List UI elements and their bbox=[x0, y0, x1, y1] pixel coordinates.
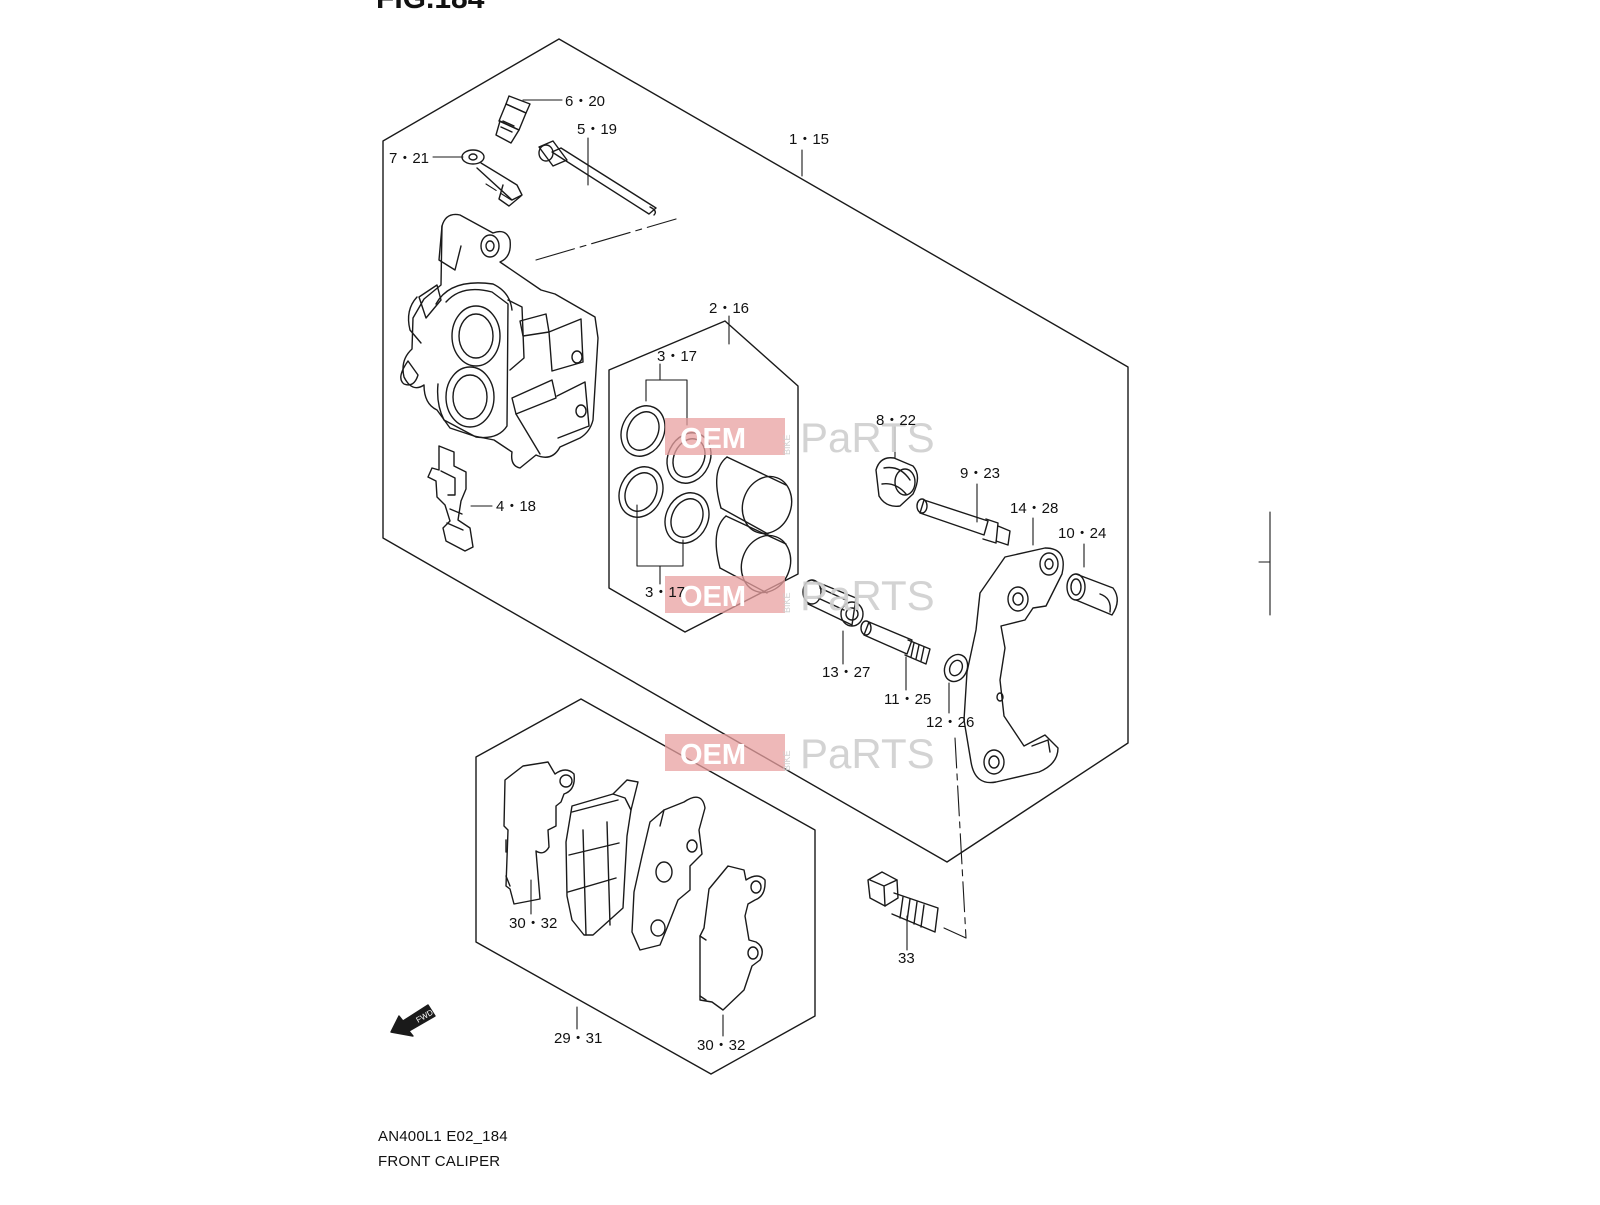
bleeder-cap bbox=[461, 149, 523, 207]
piston-seal-kit-frame bbox=[608, 320, 799, 633]
callout-label: 9・23 bbox=[960, 465, 1000, 482]
watermark-1: OEM BIKE PaRTS bbox=[665, 414, 935, 461]
pad-spring bbox=[427, 445, 474, 552]
figure-caption: FRONT CALIPER bbox=[378, 1153, 501, 1170]
slide-pin bbox=[916, 498, 1011, 546]
watermark-2: OEM BIKE PaRTS bbox=[665, 572, 935, 619]
callout-label: 29・31 bbox=[554, 1030, 602, 1047]
watermark-parts-3: PaRTS bbox=[800, 730, 935, 777]
callout-label: 7・21 bbox=[389, 150, 429, 167]
watermark-parts-1: PaRTS bbox=[800, 414, 935, 461]
callout-label: 8・22 bbox=[876, 412, 916, 429]
figure-title: FIG.184 bbox=[376, 0, 484, 16]
callout-label: 30・32 bbox=[697, 1037, 745, 1054]
callout-label: 3・17 bbox=[657, 348, 697, 365]
callout-label: 4・18 bbox=[496, 498, 536, 515]
caliper-bracket bbox=[963, 547, 1064, 784]
brake-pad-shim bbox=[631, 796, 706, 951]
callout-label: 12・26 bbox=[926, 714, 974, 731]
callout-label: 33 bbox=[898, 950, 915, 967]
callout-label: 30・32 bbox=[509, 915, 557, 932]
watermark-oem-1: OEM bbox=[680, 423, 746, 455]
fwd-arrow-icon bbox=[390, 1004, 436, 1037]
callout-label: 1・15 bbox=[789, 131, 829, 148]
watermark-bike-2: BIKE bbox=[782, 592, 792, 613]
brake-pad-center bbox=[565, 779, 639, 936]
watermark-bike-3: BIKE bbox=[782, 750, 792, 771]
callout-label: 10・24 bbox=[1058, 525, 1106, 542]
model-code: AN400L1 E02_184 bbox=[378, 1128, 508, 1145]
callout-label: 6・20 bbox=[565, 93, 605, 110]
bleeder-valve bbox=[495, 95, 531, 144]
washer bbox=[943, 653, 969, 683]
watermark-3: OEM BIKE PaRTS bbox=[665, 730, 935, 777]
watermark-oem-3: OEM bbox=[680, 739, 746, 771]
bracket-bolt bbox=[867, 871, 939, 933]
watermark-parts-2: PaRTS bbox=[800, 572, 935, 619]
leader-lines bbox=[432, 99, 1271, 1037]
callout-label: 13・27 bbox=[822, 664, 870, 681]
watermark-oem-2: OEM bbox=[680, 581, 746, 613]
callout-label: 14・28 bbox=[1010, 500, 1058, 517]
callout-label: 5・19 bbox=[577, 121, 617, 138]
watermark-bike-1: BIKE bbox=[782, 434, 792, 455]
caliper-body bbox=[400, 213, 599, 469]
caliper-assembly-frame bbox=[382, 38, 1129, 863]
callout-label: 11・25 bbox=[884, 691, 931, 708]
callout-label: 3・17 bbox=[645, 584, 685, 601]
sleeve bbox=[1066, 573, 1118, 616]
boot bbox=[875, 457, 919, 507]
brake-pad-set-frame bbox=[475, 698, 816, 1075]
callout-label: 2・16 bbox=[709, 300, 749, 317]
caliper-bolt bbox=[860, 620, 931, 665]
brake-pad-left bbox=[503, 761, 575, 905]
brake-pad-right bbox=[699, 865, 766, 1011]
rubber-bushing bbox=[802, 579, 864, 627]
callout-labels: 6・20 5・19 7・21 1・15 2・16 3・17 3・17 4・18 … bbox=[389, 93, 1106, 1054]
slide-pin-long bbox=[538, 140, 657, 216]
